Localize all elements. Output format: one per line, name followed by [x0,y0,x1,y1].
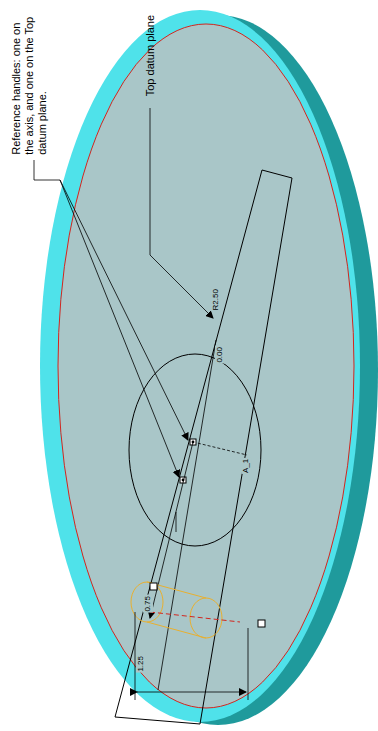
dimension-value: 1.25 [136,655,146,673]
datum-label: Top datum plane [144,14,157,95]
callout-note: Reference handles: one on the axis, and … [10,5,50,155]
axis-label: A_1 [241,458,251,474]
dimension-value: R2.50 [210,288,220,311]
dimension-value: 0.75 [143,595,153,613]
dimension-value: 0.00 [215,346,225,364]
